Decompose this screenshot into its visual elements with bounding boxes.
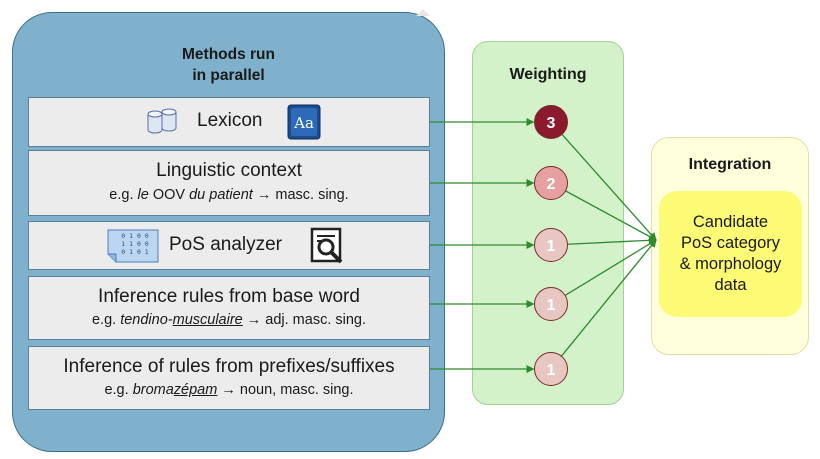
pos-analyzer-label: PoS analyzer [169,234,283,255]
method-base-word-rules: Inference rules from base word e.g. tend… [28,276,430,340]
method-linguistic-context: Linguistic context e.g. le OOV du patien… [28,150,430,216]
weight-to-integration-arrow [561,133,657,241]
method-lexicon: Lexicon Aa [28,97,430,147]
weight-circle: 1 [534,352,568,386]
weight-value: 1 [547,238,556,255]
weight-to-integration-arrow [567,236,657,245]
svg-text:Aa: Aa [293,114,314,132]
candidate-output-box [659,191,802,317]
weight-to-integration-arrow [565,190,657,241]
base-word-rules-example: e.g. tendino-musculaire → adj. masc. sin… [91,312,367,328]
weight-to-integration-arrow [564,239,657,296]
binary-digits: 0 1 0 0 1 1 0 0 0 1 0 1 [121,232,149,256]
search-document-icon [310,227,343,264]
linguistic-context-label: Linguistic context [156,160,302,181]
method-pos-analyzer: 0 1 0 0 1 1 0 0 0 1 0 1 PoS analyzer [28,221,430,270]
integration-title: Integration [688,156,772,173]
weight-value: 1 [547,297,556,314]
affix-rules-label: Inference of rules from prefixes/suffixe… [63,356,395,377]
candidate-output-text: Candidate PoS category & morphology data [679,213,782,294]
weighting-title: Weighting [509,66,587,83]
binary-data-icon [107,229,159,263]
weight-circle: 1 [534,228,568,262]
weight-to-integration-arrow [560,239,657,357]
database-icon [147,108,177,134]
linguistic-context-example: e.g. le OOV du patient → masc. sing. [109,187,349,203]
weight-value: 3 [547,115,556,132]
page-corner-icon [416,9,430,16]
base-word-rules-label: Inference rules from base word [98,286,360,307]
dictionary-icon: Aa [287,104,321,140]
affix-rules-example: e.g. bromazépam → noun, masc. sing. [104,382,354,398]
weight-circle: 3 [534,105,568,139]
weight-value: 2 [547,176,556,193]
weight-circle: 2 [534,166,568,200]
weight-value: 1 [547,362,556,379]
method-affix-rules: Inference of rules from prefixes/suffixe… [28,346,430,410]
weighting-panel [472,41,624,405]
methods-title: Methods run in parallel [182,46,275,84]
lexicon-label: Lexicon [197,110,263,131]
weight-circle: 1 [534,287,568,321]
